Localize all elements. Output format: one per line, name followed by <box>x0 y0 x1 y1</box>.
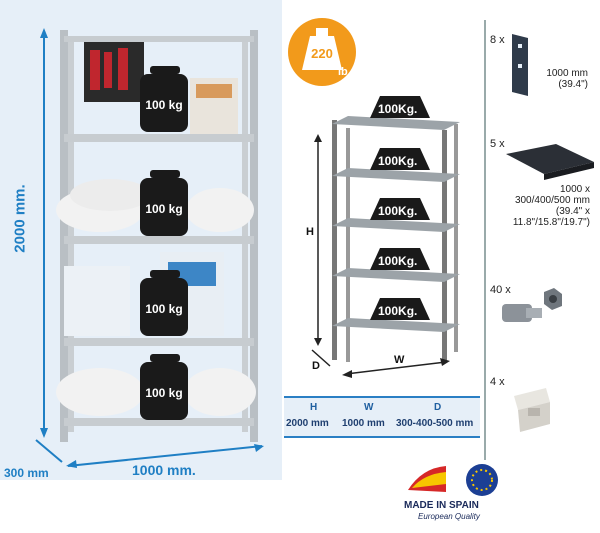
component-desc: 1000 mm (39.4") <box>546 68 588 90</box>
shelf-panel-icon <box>506 144 594 180</box>
table-header-d: D <box>434 402 442 413</box>
weight-badge-icon <box>288 18 356 86</box>
diagram-weight-label: 100Kg. <box>378 154 418 168</box>
table-header-h: H <box>310 402 318 413</box>
european-quality-text: European Quality <box>418 512 480 521</box>
made-in-spain-text: MADE IN SPAIN <box>404 500 479 511</box>
component-qty: 8 x <box>490 34 505 46</box>
diagram-weight-label: 100Kg. <box>378 304 418 318</box>
width-dimension-label: 1000 mm. <box>132 462 196 478</box>
table-value-w: 1000 mm <box>342 418 385 429</box>
table-value-h: 2000 mm <box>286 418 329 429</box>
bolt-nut-icon <box>502 288 562 322</box>
weight-label: 100 kg <box>145 386 183 400</box>
table-header-w: W <box>364 402 374 413</box>
weight-icon-1 <box>140 66 188 132</box>
weight-icon-3 <box>140 270 188 336</box>
product-photo-panel: 100 kg 100 kg 100 kg 100 kg <box>0 0 282 480</box>
weight-icon-2 <box>140 170 188 236</box>
axis-d-label: D <box>312 360 320 372</box>
dimension-table: H W D 2000 mm 1000 mm 300-400-500 mm <box>284 396 480 438</box>
diagram-weight-label: 100Kg. <box>378 102 418 116</box>
upright-icon <box>512 34 528 96</box>
weight-icon-4 <box>140 354 188 420</box>
component-qty: 4 x <box>490 376 505 388</box>
diagram-weight-label: 100Kg. <box>378 254 418 268</box>
weight-label: 100 kg <box>145 98 183 112</box>
depth-dimension-label: 300 mm <box>4 466 49 480</box>
table-value-d: 300-400-500 mm <box>396 418 474 429</box>
diagram-weight-label: 100Kg. <box>378 204 418 218</box>
badge-unit: lb <box>338 66 348 78</box>
axis-h-label: H <box>306 226 314 238</box>
shelving-photo <box>35 28 264 468</box>
component-qty: 5 x <box>490 138 505 150</box>
component-qty: 40 x <box>490 284 511 296</box>
badge-number: 220 <box>311 46 333 61</box>
column-divider <box>484 20 486 460</box>
shelving-diagram <box>288 18 460 378</box>
component-desc: 1000 x 300/400/500 mm (39.4" x 11.8"/15.… <box>512 184 590 228</box>
axis-w-label: W <box>394 354 405 366</box>
weight-label: 100 kg <box>145 202 183 216</box>
shelving-diagram-panel: 220 lb 100Kg. 100Kg. 100Kg. 100Kg. 100Kg… <box>282 0 482 430</box>
height-dimension-label: 2000 mm. <box>11 184 29 253</box>
made-in-spain-logo <box>408 464 498 496</box>
foot-cap-icon <box>514 388 550 432</box>
weight-label: 100 kg <box>145 302 183 316</box>
